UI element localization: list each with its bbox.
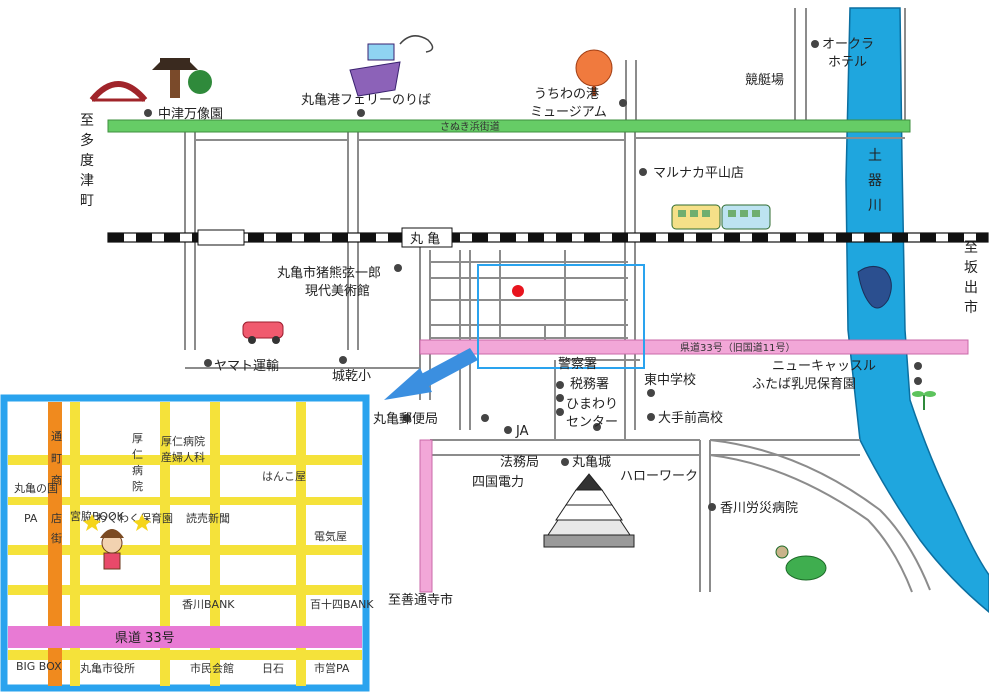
label-okura-2[interactable]: ホテル <box>828 55 867 70</box>
ferry-icon <box>349 35 434 97</box>
label-marugame-jo[interactable]: 丸亀城 <box>572 455 611 470</box>
direction-tadotsu-4: 津 <box>80 173 94 189</box>
inset-label-shotengai-2: 町 <box>51 452 62 465</box>
label-marunaka[interactable]: マルナカ平山店 <box>653 166 744 181</box>
inset-label-shotengai-1: 通 <box>51 430 62 443</box>
fish-icon <box>857 266 892 309</box>
direction-sakaide-1: 至 <box>964 240 978 256</box>
inset-label-hospital-a-2: 仁 <box>132 448 143 461</box>
inset-label-school-sign: わくわく保育園 <box>96 511 173 525</box>
car-icon <box>242 321 284 344</box>
label-new-castle[interactable]: ニューキャッスル <box>772 359 876 374</box>
nakatsu-garden-icon <box>89 58 212 103</box>
inset-area-highlight[interactable] <box>477 264 645 369</box>
label-kagawa-rosai[interactable]: 香川労災病院 <box>720 501 798 516</box>
south-pink-road <box>419 439 433 593</box>
inset-label-hospital-b-1: 厚仁病院 <box>161 434 205 448</box>
marugame-station-label[interactable]: 丸 亀 <box>410 232 440 247</box>
inset-sparkles <box>83 514 151 531</box>
label-himawari-2[interactable]: センター <box>566 415 618 430</box>
girl-mascot-icon <box>100 529 124 570</box>
inset-label-electric: 電気屋 <box>314 529 347 543</box>
inset-label-shotengai-3: 商 <box>51 473 62 487</box>
train-icon <box>671 204 771 230</box>
label-okura-1[interactable]: オークラ <box>822 37 874 52</box>
label-inokuma-2[interactable]: 現代美術館 <box>305 284 370 299</box>
label-uchiwa-2[interactable]: ミュージアム <box>530 105 607 120</box>
direction-sakaide-4: 市 <box>964 299 978 316</box>
direction-tadotsu-3: 度 <box>80 153 94 169</box>
route-33-label: 県道33号（旧国道11号） <box>680 341 795 354</box>
label-ote-mae[interactable]: 大手前高校 <box>658 410 723 426</box>
label-yamato[interactable]: ヤマト運輸 <box>214 359 279 374</box>
inset-label-kagawa-bank: 香川BANK <box>182 598 235 611</box>
label-inokuma-1[interactable]: 丸亀市猪熊弦一郎 <box>277 265 381 281</box>
label-keisatsusho[interactable]: 警察署 <box>558 356 597 372</box>
sanuki-road-label: さぬき浜街道 <box>440 120 500 133</box>
label-hello-work[interactable]: ハローワーク <box>620 469 698 484</box>
sprout-icon <box>912 391 936 410</box>
inset-label-hospital-a-4: 院 <box>132 479 143 493</box>
direction-tadotsu-2: 多 <box>80 132 94 149</box>
inset-label-bookstore: 宮脇BOOK <box>70 509 125 523</box>
label-nakatsu-bansho-en[interactable]: 中津万像園 <box>158 107 223 122</box>
city-center-inset[interactable]: 県道 33号 通 町 商 店 街 厚 仁 病 院 厚仁病院 産婦人科 PA 丸亀… <box>0 394 374 692</box>
inset-roads <box>8 402 362 686</box>
inset-label-hospital-a-1: 厚 <box>132 432 143 445</box>
label-futaba[interactable]: ふたば乳児保育園 <box>752 376 856 392</box>
inset-pointer-arrow <box>384 348 478 400</box>
inset-label-route33: 県道 33号 <box>115 631 175 646</box>
label-higashi-chugaku[interactable]: 東中学校 <box>644 372 696 388</box>
inset-label-hanzo: はんこ屋 <box>262 470 306 483</box>
inset-label-shotengai-5: 街 <box>51 531 62 545</box>
direction-zentsuji: 至善通寺市 <box>388 592 453 608</box>
poi-dots <box>144 40 922 511</box>
inset-label-hospital-a-3: 病 <box>132 463 143 477</box>
inset-label-city-pa: 市営PA <box>314 661 350 675</box>
turtle-icon <box>775 545 827 581</box>
river-label-3: 川 <box>868 198 882 214</box>
river-label-2: 器 <box>868 173 882 189</box>
inset-label-hospital-b-2: 産婦人科 <box>161 450 205 464</box>
inset-label-city-hall: 丸亀市役所 <box>80 661 135 675</box>
inset-label-nisseki: 日石 <box>262 662 284 675</box>
location-marker[interactable] <box>512 285 524 297</box>
label-shikoku-denryoku[interactable]: 四国電力 <box>472 475 524 490</box>
inset-label-shop-top-left: 丸亀の国 <box>14 481 58 495</box>
inset-label-civic-hall: 市民会館 <box>190 661 234 675</box>
label-homukyoku[interactable]: 法務局 <box>500 455 539 470</box>
direction-sakaide-3: 出 <box>964 280 978 296</box>
label-yubinkyoku[interactable]: 丸亀郵便局 <box>373 412 438 427</box>
inset-label-newspaper: 読売新聞 <box>186 511 230 525</box>
river-label-1: 土 <box>868 148 882 164</box>
inset-label-bigbox: BIG BOX <box>16 660 62 673</box>
direction-sakaide-2: 坂 <box>964 260 978 276</box>
label-zeimusho[interactable]: 税務署 <box>570 377 609 392</box>
direction-tadotsu-1: 至 <box>80 113 94 129</box>
label-uchiwa-1[interactable]: うちわの港 <box>534 87 599 102</box>
route-33-road <box>419 339 969 355</box>
label-kyoteijo[interactable]: 競艇場 <box>745 73 784 88</box>
street-network <box>184 8 931 593</box>
inset-label-pa-left: PA <box>24 512 38 525</box>
sanuki-hama-kaido-road <box>107 119 911 133</box>
marugame-castle-icon <box>543 473 635 548</box>
direction-tadotsu-5: 町 <box>80 193 94 209</box>
label-ja[interactable]: JA <box>515 424 529 439</box>
inset-label-hyakujushi-bank: 百十四BANK <box>310 597 374 611</box>
uchiwa-fan-icon <box>575 49 613 96</box>
label-ferry[interactable]: 丸亀港フェリーのりば <box>301 93 431 108</box>
doki-river <box>845 7 989 613</box>
label-himawari-1[interactable]: ひまわり <box>566 397 618 412</box>
inset-label-shotengai-4: 店 <box>51 511 62 525</box>
label-jokanko[interactable]: 城乾小 <box>332 369 371 384</box>
yosan-line-railway <box>107 227 989 248</box>
